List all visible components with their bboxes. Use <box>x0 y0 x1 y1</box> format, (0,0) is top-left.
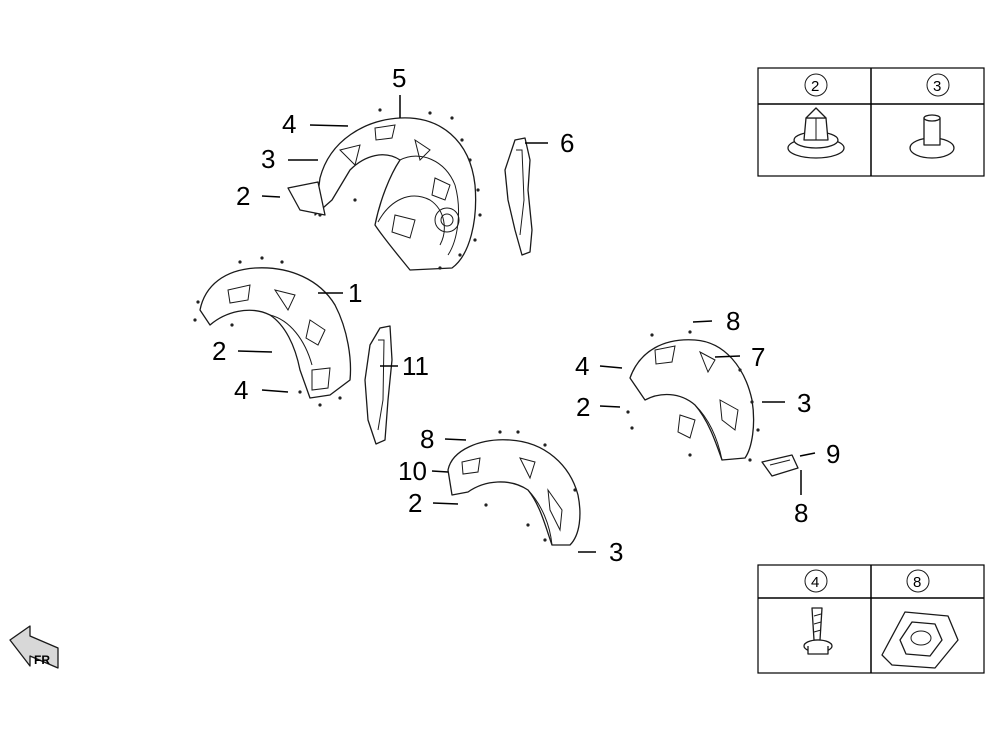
part-9-bracket <box>761 454 799 477</box>
callout-11: 11 <box>402 351 429 381</box>
part-7-wheel-liner <box>629 339 755 461</box>
part-6-strip <box>504 137 533 256</box>
callout-4: 4 <box>282 109 296 139</box>
leader-lines <box>237 95 816 553</box>
fastener-legend-top: 2 3 <box>757 67 985 177</box>
part-5-wheel-liner <box>287 117 477 271</box>
callout-2: 2 <box>576 392 590 422</box>
legend-number: 4 <box>811 574 819 591</box>
callout-1: 1 <box>348 278 362 308</box>
part-10-wheel-liner <box>447 439 581 546</box>
part-11-strip <box>364 325 393 445</box>
part-1-clip-dots <box>193 256 342 407</box>
callout-8: 8 <box>726 306 740 336</box>
callout-7: 7 <box>751 342 765 372</box>
callout-8: 8 <box>794 498 808 528</box>
callout-5: 5 <box>392 63 406 93</box>
rivet-clip-icon <box>909 114 955 159</box>
front-direction-arrow: FR <box>9 625 59 669</box>
legend-circle <box>804 73 828 97</box>
callout-4: 4 <box>234 375 248 405</box>
legend-circle <box>804 569 828 593</box>
fr-label: FR <box>34 653 50 667</box>
callout-10: 10 <box>398 456 427 486</box>
part-10-clip-dots <box>484 430 577 542</box>
callout-2: 2 <box>212 336 226 366</box>
legend-circle <box>906 569 930 593</box>
flange-nut-icon <box>881 611 959 669</box>
part-1-wheel-liner <box>199 267 352 399</box>
legend-circle <box>926 73 950 97</box>
callout-8: 8 <box>420 424 434 454</box>
callout-labels: 5 4 3 2 6 1 2 4 11 8 7 4 2 3 9 8 8 10 2 … <box>212 63 840 567</box>
legend-number: 8 <box>913 574 921 591</box>
push-clip-icon <box>787 107 845 159</box>
callout-6: 6 <box>560 128 574 158</box>
callout-4: 4 <box>575 351 589 381</box>
callout-3: 3 <box>609 537 623 567</box>
part-5-clip-dots <box>318 108 482 270</box>
fastener-legend-bottom: 4 8 <box>757 564 985 674</box>
callout-2: 2 <box>408 488 422 518</box>
callout-9: 9 <box>826 439 840 469</box>
callout-3: 3 <box>797 388 811 418</box>
part-7-clip-dots <box>626 330 760 462</box>
legend-number: 2 <box>811 78 819 95</box>
callout-2: 2 <box>236 181 250 211</box>
screw-icon <box>803 607 833 655</box>
legend-number: 3 <box>933 78 941 95</box>
callout-3: 3 <box>261 144 275 174</box>
